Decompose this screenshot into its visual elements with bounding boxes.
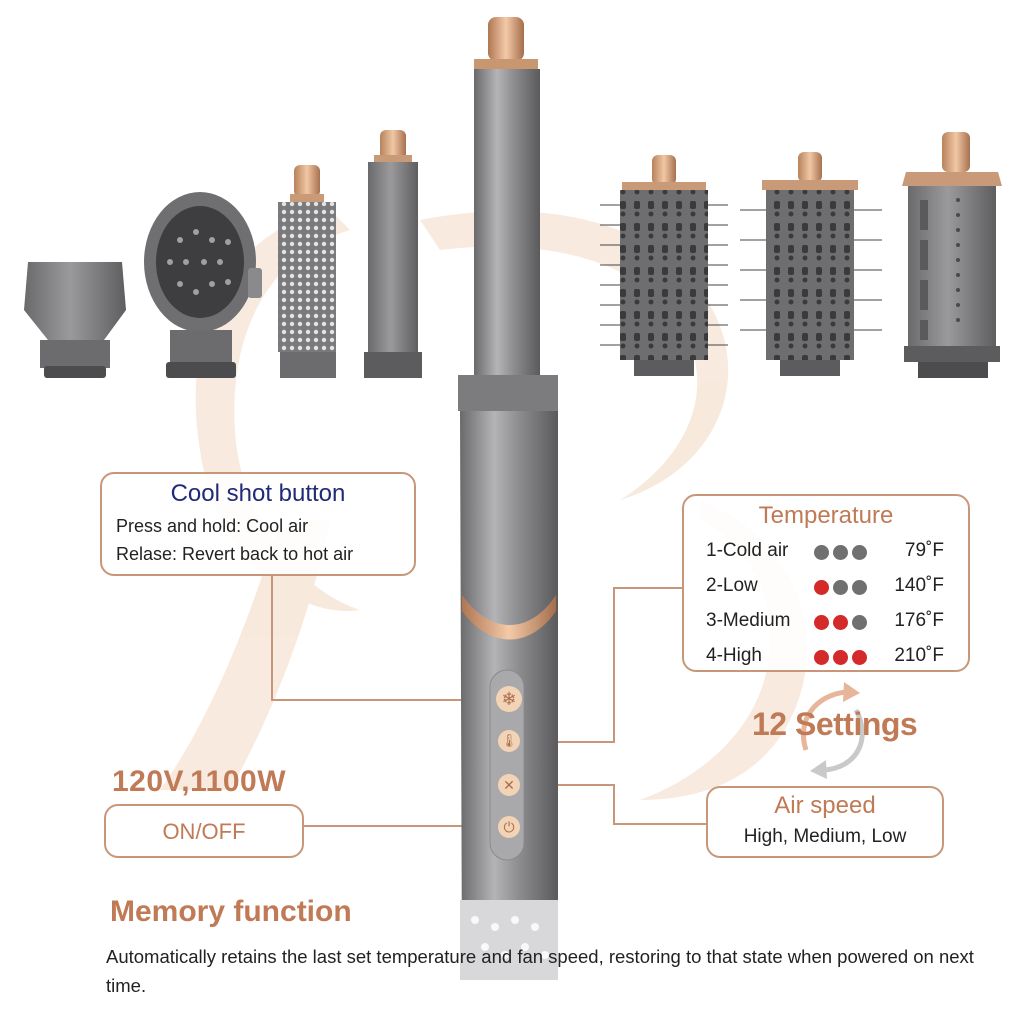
round-brush-large (600, 155, 728, 376)
onoff-label: ON/OFF (162, 819, 246, 844)
temperature-row-label: 1-Cold air (706, 540, 789, 561)
temperature-row-value: 140˚F (894, 575, 944, 596)
temperature-level-dots (814, 544, 871, 566)
level-dot (833, 580, 848, 595)
temperature-title: Temperature (758, 502, 894, 529)
level-dot (814, 615, 829, 630)
level-dot (814, 650, 829, 665)
cool-shot-line-1: Press and hold: Cool air (116, 516, 309, 536)
level-dot (852, 580, 867, 595)
temperature-row-label: 2-Low (706, 575, 758, 596)
air-speed-title: Air speed (774, 792, 876, 819)
smooth-barrel (364, 130, 422, 378)
memory-title: Memory function (110, 895, 352, 928)
temperature-row-value: 210˚F (894, 645, 944, 666)
temperature-row-value: 79˚F (904, 540, 944, 561)
concentrator-nozzle (24, 262, 126, 378)
perforated-barrel (278, 165, 336, 378)
temperature-row: 2-Low 140˚F (706, 575, 944, 601)
level-dot (852, 545, 867, 560)
level-dot (852, 650, 867, 665)
level-dot (852, 615, 867, 630)
cycle-arrows-icon (800, 682, 865, 779)
temperature-row: 1-Cold air 79˚F (706, 540, 944, 566)
level-dot (833, 615, 848, 630)
temperature-level-dots (814, 579, 871, 601)
memory-description: Automatically retains the last set tempe… (106, 946, 974, 996)
styler-handle (458, 17, 558, 980)
cool-shot-line-2: Relase: Revert back to hot air (116, 544, 354, 564)
cool-shot-callout: Cool shot button Press and hold: Cool ai… (100, 472, 416, 576)
temperature-callout: Temperature 1-Cold air 79˚F 2-Low 140˚F … (682, 494, 970, 672)
snowflake-icon[interactable]: ❄ (496, 686, 522, 712)
level-dot (833, 650, 848, 665)
diffuser (144, 192, 262, 378)
air-speed-callout: Air speed High, Medium, Low (706, 786, 944, 858)
thermometer-icon[interactable]: 🌡 (498, 730, 520, 752)
level-dot (814, 580, 829, 595)
attachments-illustration (24, 130, 1002, 378)
temperature-row-label: 3-Medium (706, 610, 791, 631)
level-dot (833, 545, 848, 560)
temperature-row-label: 4-High (706, 645, 762, 666)
fan-icon[interactable]: ✕ (498, 774, 520, 796)
temperature-row-value: 176˚F (894, 610, 944, 631)
temperature-level-dots (814, 614, 871, 636)
round-brush-bristle (740, 152, 882, 376)
temperature-row: 3-Medium 176˚F (706, 610, 944, 636)
settings-count: 12 Settings (752, 706, 918, 742)
temperature-row: 4-High 210˚F (706, 645, 944, 671)
power-icon[interactable]: ⏻ (498, 816, 520, 838)
onoff-callout: ON/OFF (104, 804, 304, 858)
air-speed-options: High, Medium, Low (743, 826, 907, 847)
temperature-level-dots (814, 649, 871, 671)
level-dot (814, 545, 829, 560)
cool-shot-title: Cool shot button (170, 480, 346, 507)
power-spec: 120V,1100W (112, 765, 287, 798)
paddle-barrel (902, 132, 1002, 378)
